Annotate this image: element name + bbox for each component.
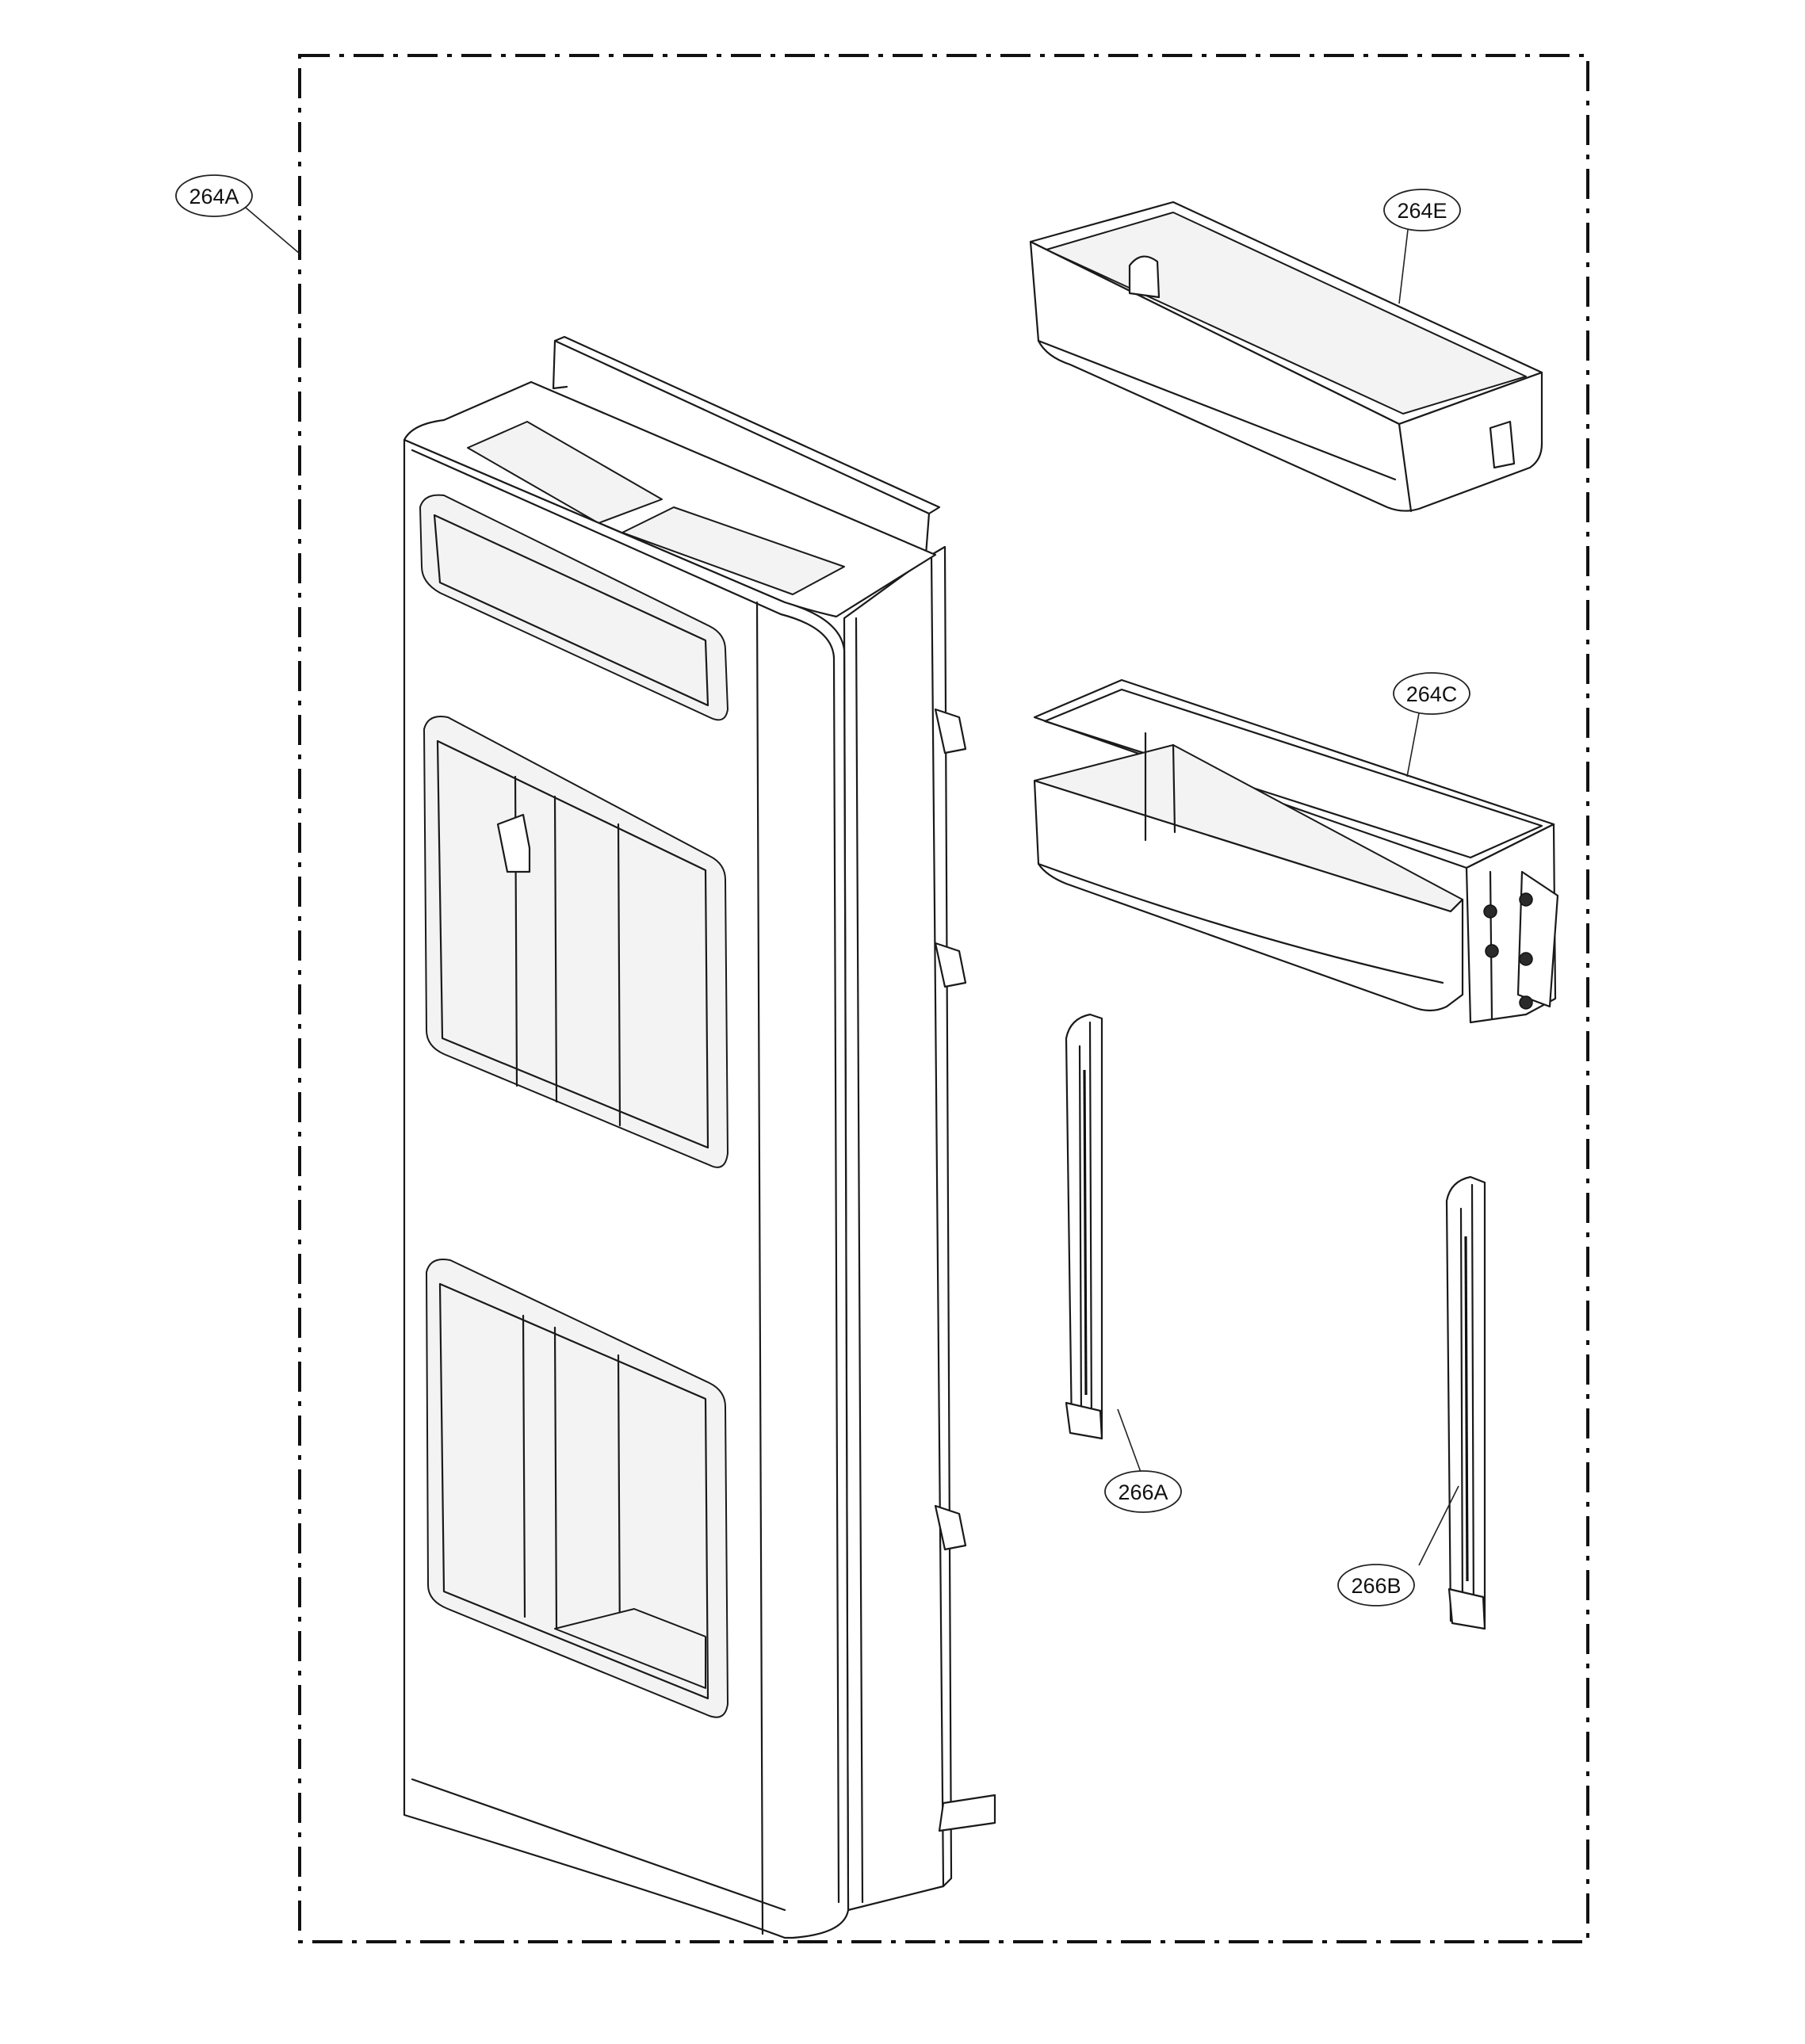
label-lower-basket: 264C (1393, 672, 1470, 715)
label-upper-basket: 264E (1383, 189, 1461, 231)
label-door-assembly: 264A (175, 174, 253, 217)
label-right-trim: 266B (1337, 1564, 1415, 1607)
label-left-trim: 266A (1104, 1470, 1182, 1513)
assembly-boundary (298, 54, 1589, 1943)
svg-text:264E: 264E (1397, 199, 1447, 223)
right-trim-strip-drawing (1445, 1175, 1486, 1630)
svg-text:264A: 264A (189, 185, 239, 208)
svg-text:266A: 266A (1118, 1480, 1168, 1504)
lower-door-basket-drawing (1033, 678, 1559, 1024)
upper-door-basket-drawing (1029, 201, 1543, 513)
svg-text:264C: 264C (1406, 682, 1458, 706)
door-assembly-drawing (403, 335, 996, 1939)
svg-text:266B: 266B (1351, 1574, 1401, 1598)
left-trim-strip-drawing (1065, 1013, 1103, 1440)
